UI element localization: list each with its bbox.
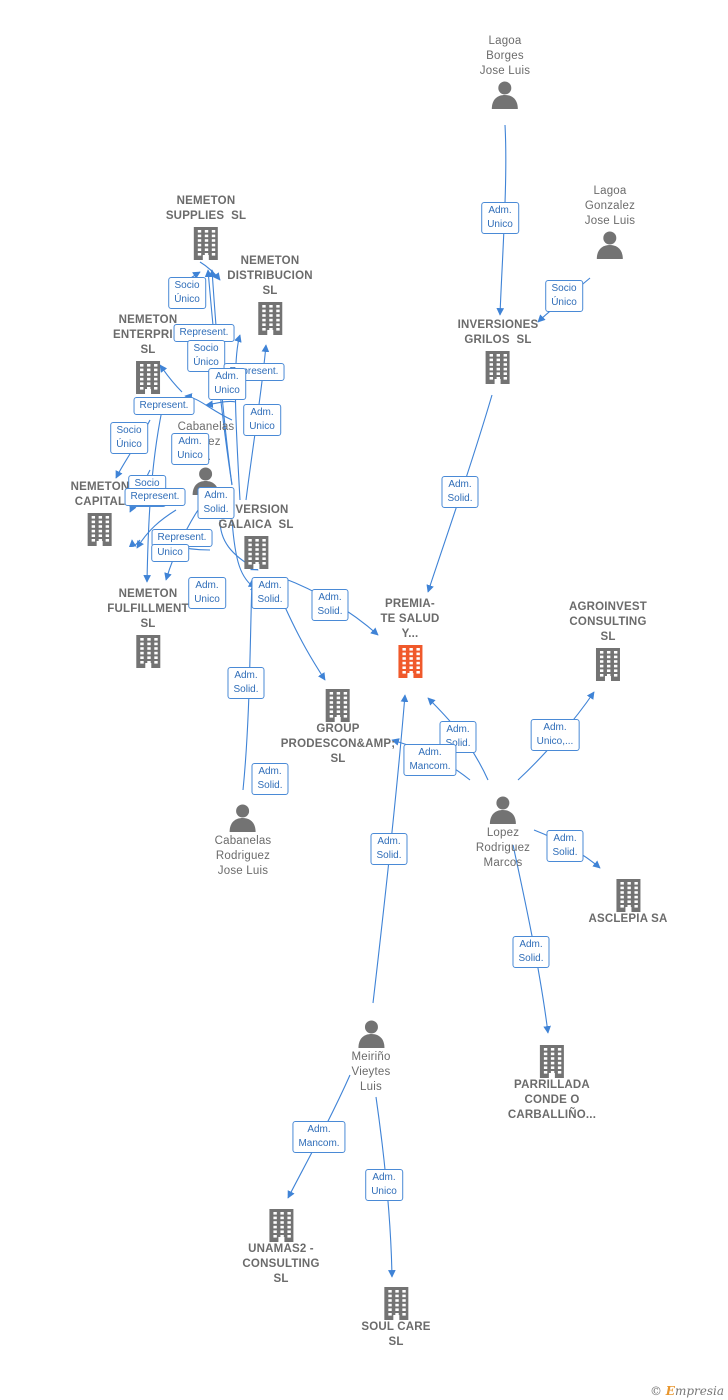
relation-badge[interactable]: Adm. Solid. — [311, 589, 349, 621]
building-icon — [616, 879, 640, 912]
person-icon — [596, 231, 623, 259]
person-icon — [491, 81, 518, 109]
person-icon — [229, 804, 256, 832]
building-icon — [136, 635, 160, 668]
company-node-inversion-galaica[interactable]: INVERSION GALAICA SL — [218, 503, 293, 569]
relation-badge[interactable]: Adm. Solid. — [546, 830, 584, 862]
relation-badge[interactable]: Socio Único — [168, 277, 206, 309]
relation-badge[interactable]: Adm. Unico — [171, 433, 209, 465]
relation-badge[interactable]: Socio Único — [110, 422, 148, 454]
person-icon — [357, 1020, 384, 1048]
person-node-cabanelas-jose[interactable]: Cabanelas Rodriguez Jose Luis — [215, 802, 272, 879]
company-node-nemeton-capital[interactable]: NEMETON CAPITAL — [71, 480, 130, 546]
node-label: PREMIA- TE SALUD Y... — [380, 598, 440, 640]
building-icon — [136, 361, 160, 394]
node-label: INVERSION GALAICA SL — [218, 504, 294, 531]
node-label: NEMETON DISTRIBUCION SL — [227, 255, 313, 297]
building-icon — [194, 227, 218, 260]
building-icon — [244, 536, 268, 569]
relation-badge[interactable]: Adm. Solid. — [197, 487, 235, 519]
relation-badge[interactable]: Unico — [151, 544, 189, 562]
relation-badge[interactable]: Adm. Unico — [365, 1169, 403, 1201]
company-node-nemeton-distribucion[interactable]: NEMETON DISTRIBUCION SL — [227, 254, 313, 335]
node-label: UNAMAS2 - CONSULTING SL — [242, 1243, 320, 1285]
node-label: Meiriño Vieytes Luis — [351, 1051, 391, 1093]
node-label: Lagoa Gonzalez Jose Luis — [584, 185, 636, 227]
relation-badge[interactable]: Adm. Solid. — [370, 833, 408, 865]
node-label: NEMETON ENTERPRI... SL — [113, 314, 183, 356]
node-label: NEMETON SUPPLIES SL — [165, 195, 247, 222]
building-icon — [258, 302, 282, 335]
person-node-lopez-marcos[interactable]: Lopez Rodriguez Marcos — [476, 794, 530, 871]
relation-badge[interactable]: Adm. Unico — [188, 577, 226, 609]
relation-badge[interactable]: Adm. Solid. — [512, 936, 550, 968]
relation-badge[interactable]: Socio Único — [545, 280, 583, 312]
node-label: Cabanelas Rodriguez Jose Luis — [214, 835, 272, 877]
node-label: Lagoa Borges Jose Luis — [479, 35, 531, 77]
relation-badge[interactable]: Adm. Solid. — [441, 476, 479, 508]
relation-badge[interactable]: Adm. Solid. — [251, 763, 289, 795]
node-label: NEMETON FULFILLMENT SL — [107, 588, 189, 630]
relation-badge[interactable]: Adm. Mancom. — [292, 1121, 346, 1153]
node-label: Lopez Rodriguez Marcos — [475, 827, 531, 869]
relation-edge — [234, 334, 242, 501]
relation-edge — [205, 400, 237, 409]
building-icon — [383, 1287, 408, 1320]
building-icon — [595, 648, 620, 681]
building-icon — [87, 513, 112, 546]
building-icon — [397, 645, 422, 678]
company-node-soul-care[interactable]: SOUL CARE SL — [361, 1284, 430, 1350]
empresia-brand[interactable]: © Empresia — [649, 1384, 724, 1398]
company-node-parrillada[interactable]: PARRILLADA CONDE O CARBALLIÑO... — [508, 1042, 596, 1123]
company-node-nemeton-supplies[interactable]: NEMETON SUPPLIES SL — [166, 194, 246, 260]
node-label: AGROINVEST CONSULTING SL — [568, 601, 648, 643]
company-node-group-prodescon[interactable]: GROUP PRODESCON&AMP; SL — [281, 686, 396, 767]
company-node-asclepia[interactable]: ASCLEPIA SA — [588, 876, 667, 927]
relation-edge — [128, 539, 141, 548]
company-node-nemeton-fulfillment[interactable]: NEMETON FULFILLMENT SL — [107, 587, 189, 668]
relation-badge[interactable]: Adm. Mancom. — [403, 744, 457, 776]
relation-badge[interactable]: Socio Único — [187, 340, 225, 372]
building-icon — [540, 1045, 564, 1078]
company-node-agroinvest[interactable]: AGROINVEST CONSULTING SL — [569, 600, 647, 681]
node-label: NEMETON CAPITAL — [70, 481, 130, 508]
company-node-nemeton-enterprises[interactable]: NEMETON ENTERPRI... SL — [113, 313, 183, 394]
building-icon — [486, 351, 510, 384]
relation-badge[interactable]: Adm. Solid. — [227, 667, 265, 699]
building-icon — [268, 1209, 293, 1242]
relation-badge[interactable]: Adm. Unico,... — [530, 719, 580, 751]
relation-edge — [159, 364, 183, 393]
node-label: PARRILLADA CONDE O CARBALLIÑO... — [507, 1079, 597, 1121]
relation-edge — [284, 606, 326, 681]
node-label: SOUL CARE SL — [361, 1321, 431, 1348]
company-node-premiate[interactable]: PREMIA- TE SALUD Y... — [380, 597, 439, 678]
person-node-lagoa-gonzalez[interactable]: Lagoa Gonzalez Jose Luis — [585, 184, 635, 259]
person-node-meirino[interactable]: Meiriño Vieytes Luis — [351, 1018, 390, 1095]
person-icon — [490, 796, 516, 824]
person-node-lagoa-borges[interactable]: Lagoa Borges Jose Luis — [480, 34, 530, 109]
company-node-inversiones-grilos[interactable]: INVERSIONES GRILOS SL — [458, 318, 539, 384]
relation-edge — [184, 393, 233, 421]
building-icon — [326, 689, 350, 722]
node-label: GROUP PRODESCON&AMP; SL — [280, 723, 396, 765]
relation-badge[interactable]: Represent. — [124, 488, 186, 506]
relation-badge[interactable]: Adm. Unico — [208, 368, 246, 400]
node-label: INVERSIONES GRILOS SL — [457, 319, 539, 346]
relation-badge[interactable]: Adm. Unico — [243, 404, 281, 436]
node-label: ASCLEPIA SA — [588, 913, 668, 925]
company-node-unamas2[interactable]: UNAMAS2 - CONSULTING SL — [242, 1206, 319, 1287]
relation-edge — [136, 509, 177, 549]
relation-badge[interactable]: Adm. Solid. — [251, 577, 289, 609]
relation-badge[interactable]: Represent. — [133, 397, 195, 415]
relation-edge — [199, 261, 221, 281]
relation-badge[interactable]: Adm. Unico — [481, 202, 519, 234]
